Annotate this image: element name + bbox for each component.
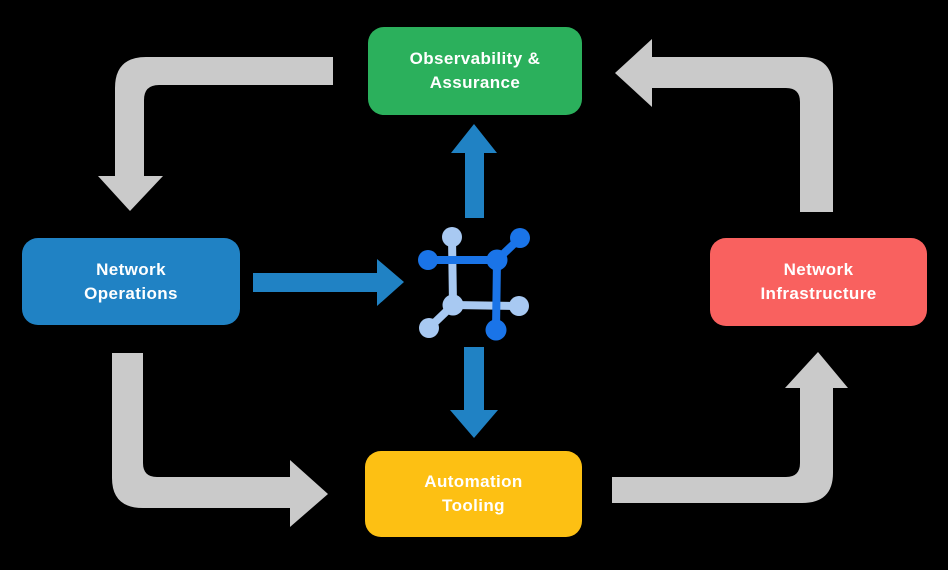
cycle-arrow-green-to-blue	[98, 57, 333, 211]
node-label-line: Automation	[424, 472, 523, 491]
node-label-line: Infrastructure	[760, 284, 877, 303]
node-label-line: Assurance	[429, 73, 521, 92]
node-network-operations: Network Operations	[22, 238, 240, 325]
network-hub-icon	[418, 227, 530, 341]
link-arrow-center-to-observability	[451, 124, 497, 218]
node-label-line: Network	[783, 260, 854, 279]
node-label-line: Network	[96, 259, 166, 279]
link-arrow-operations-to-center	[253, 259, 404, 306]
cycle-arrow-blue-to-yellow	[112, 353, 328, 527]
node-observability-assurance: Observability & Assurance	[368, 27, 582, 115]
cycle-arrow-red-to-green	[615, 39, 833, 212]
node-automation-tooling: Automation Tooling	[365, 451, 582, 537]
cycle-arrow-yellow-to-red	[612, 352, 848, 503]
node-network-infrastructure: Network Infrastructure	[710, 238, 927, 326]
node-label-line: Operations	[84, 283, 178, 303]
link-arrow-center-to-automation	[450, 347, 498, 438]
node-label-line: Tooling	[442, 496, 505, 515]
node-label-line: Observability &	[409, 49, 541, 68]
